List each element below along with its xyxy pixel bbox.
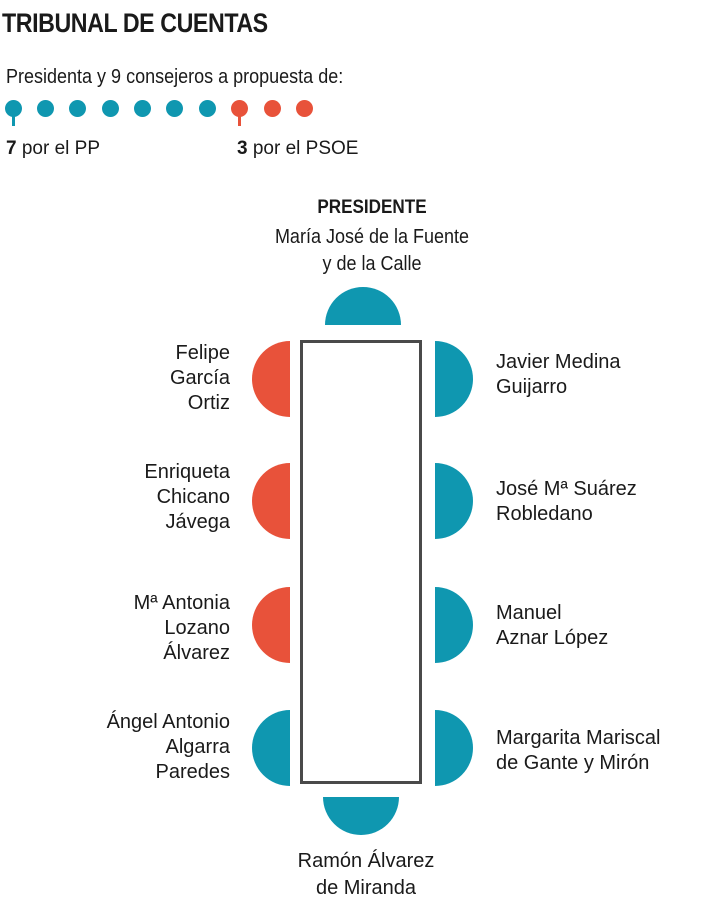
pp-dot: [199, 100, 216, 117]
psoe-dot: [231, 100, 248, 126]
council-table: [300, 340, 422, 784]
seat-right-4: [435, 710, 473, 786]
member-name: Manuel Aznar López: [496, 601, 608, 651]
pp-dot: [102, 100, 119, 117]
name-line: Paredes: [155, 761, 231, 783]
name-line: Javier Medina: [496, 351, 621, 373]
member-name: Ramón Álvarez de Miranda: [236, 848, 496, 902]
name-line: Álvarez: [163, 642, 230, 664]
seat-left-2: [252, 463, 290, 539]
pp-dot: [134, 100, 151, 117]
legend-pp-text: por el PP: [16, 138, 101, 159]
composition-dots: [0, 94, 340, 134]
name-line: Robledano: [496, 503, 593, 525]
president-name-line: y de la Calle: [322, 253, 422, 275]
president-name-line: María José de la Fuente: [274, 226, 470, 248]
name-line: Manuel: [496, 602, 562, 624]
legend-pp: 7 por el PP: [6, 138, 100, 160]
name-line: García: [169, 367, 230, 389]
page-title: TRIBUNAL DE CUENTAS: [2, 8, 268, 38]
seat-right-1: [435, 341, 473, 417]
name-line: Enriqueta: [144, 461, 230, 483]
seat-right-3: [435, 587, 473, 663]
legend-psoe-count: 3: [237, 138, 248, 159]
name-line: Aznar López: [496, 627, 609, 649]
seat-bottom: [323, 797, 399, 835]
psoe-dot: [296, 100, 313, 117]
name-line: Mª Antonia: [133, 592, 230, 614]
name-line: Felipe: [175, 342, 230, 364]
name-line: de Gante y Mirón: [496, 752, 650, 774]
name-line: Ramón Álvarez: [297, 850, 435, 872]
legend-psoe-text: por el PSOE: [247, 138, 359, 159]
subtitle: Presidenta y 9 consejeros a propuesta de…: [6, 66, 344, 88]
seat-right-2: [435, 463, 473, 539]
pp-dot: [69, 100, 86, 117]
name-line: Margarita Mariscal: [496, 727, 661, 749]
president-seat: [325, 287, 401, 325]
member-name: Felipe García Ortiz: [170, 341, 230, 416]
name-line: Guijarro: [496, 376, 568, 398]
pp-dot: [5, 100, 22, 126]
legend-pp-count: 7: [6, 138, 17, 159]
member-name: Enriqueta Chicano Jávega: [144, 460, 230, 535]
member-name: Javier Medina Guijarro: [496, 350, 621, 400]
name-line: Ángel Antonio: [106, 711, 230, 733]
name-line: José Mª Suárez: [496, 478, 637, 500]
name-line: Ortiz: [187, 392, 230, 414]
member-name: Ángel Antonio Algarra Paredes: [107, 710, 230, 785]
president-label: PRESIDENTE: [317, 197, 427, 218]
psoe-dot: [264, 100, 281, 117]
pp-dot: [166, 100, 183, 117]
pp-dot: [37, 100, 54, 117]
member-name: José Mª Suárez Robledano: [496, 477, 637, 527]
name-line: Algarra: [165, 736, 230, 758]
name-line: Lozano: [164, 617, 230, 639]
seat-left-3: [252, 587, 290, 663]
member-name: Margarita Mariscal de Gante y Mirón: [496, 726, 660, 776]
legend-psoe: 3 por el PSOE: [237, 138, 358, 160]
name-line: de Miranda: [315, 877, 417, 899]
seat-left-4: [252, 710, 290, 786]
member-name: Mª Antonia Lozano Álvarez: [134, 591, 230, 666]
president-name: María José de la Fuente y de la Calle: [246, 224, 498, 278]
name-line: Chicano: [156, 486, 230, 508]
name-line: Jávega: [165, 511, 231, 533]
seat-left-1: [252, 341, 290, 417]
